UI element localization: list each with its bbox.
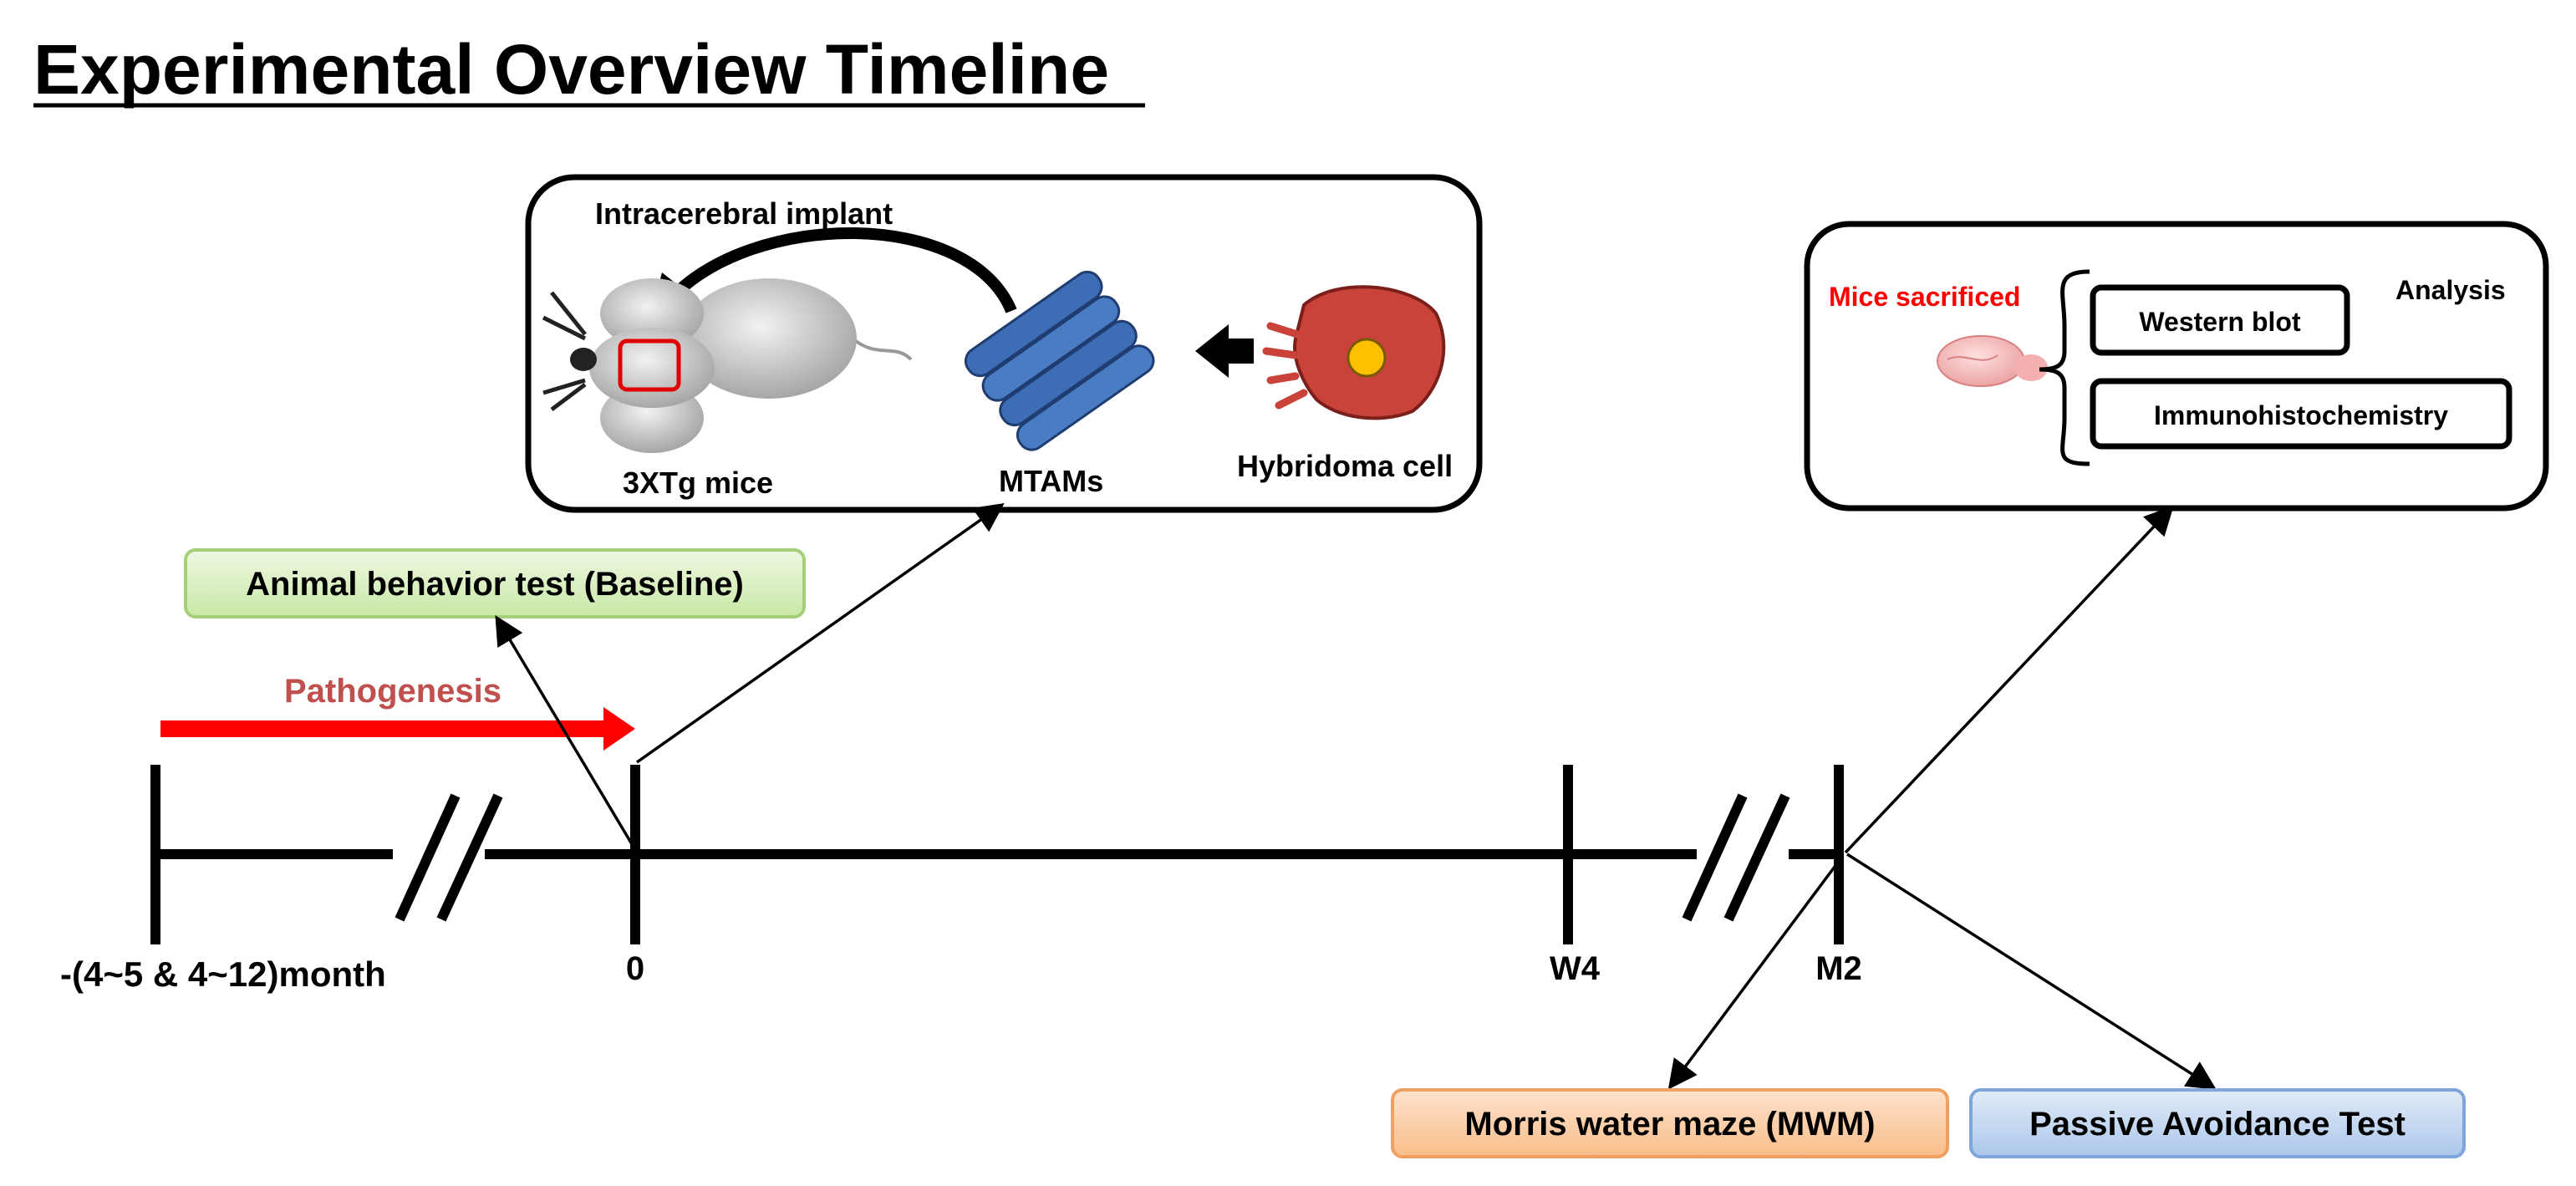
hybridoma-cell-illustration bbox=[1262, 285, 1446, 420]
mice-label: 3XTg mice bbox=[623, 466, 773, 500]
axis-break-2 bbox=[1682, 793, 1790, 922]
western-blot-box bbox=[2090, 284, 2350, 356]
hybridoma-label: Hybridoma cell bbox=[1237, 449, 1453, 483]
analysis-panel: Mice sacrificed Analysis Western blot Im… bbox=[1804, 221, 2549, 512]
mouse-illustration bbox=[542, 278, 913, 453]
ihc-box bbox=[2090, 378, 2512, 450]
baseline-test-box bbox=[184, 548, 806, 618]
baseline-test-label: Animal behavior test (Baseline) bbox=[246, 566, 744, 603]
analysis-panel-box bbox=[1804, 221, 2549, 512]
hybridoma-to-mtams-arrow bbox=[1195, 324, 1254, 378]
mice-sacrificed-label: Mice sacrificed bbox=[1829, 282, 2020, 312]
pathogenesis-arrowhead bbox=[603, 707, 635, 751]
mwm-test-label: Morris water maze (MWM) bbox=[1464, 1106, 1875, 1143]
mwm-test-box bbox=[1391, 1088, 1949, 1158]
label-zero: 0 bbox=[626, 950, 644, 987]
analysis-brace bbox=[2039, 269, 2090, 466]
western-blot-label: Western blot bbox=[2139, 307, 2301, 337]
intracerebral-implant-label: Intracerebral implant bbox=[595, 196, 893, 231]
label-w4: W4 bbox=[1550, 950, 1601, 987]
arrow-zero-to-implant bbox=[635, 502, 1005, 764]
brain-illustration bbox=[1937, 335, 2048, 387]
axis-break-1 bbox=[393, 793, 503, 922]
arrow-m2-to-passive bbox=[1846, 853, 2217, 1090]
implant-curved-arrow bbox=[664, 227, 1017, 313]
implant-site-marker bbox=[618, 338, 681, 392]
page-title: Experimental Overview Timeline bbox=[33, 30, 1109, 109]
arrow-zero-to-baseline bbox=[495, 614, 639, 853]
pathogenesis-label: Pathogenesis bbox=[284, 673, 501, 710]
arrow-m2-to-analysis bbox=[1844, 505, 2174, 854]
mtams-illustration bbox=[964, 270, 1155, 451]
arrow-m2-to-mwm bbox=[1667, 855, 1844, 1090]
implant-panel: Intracerebral implant 3XTg mice MTAMs bbox=[525, 174, 1483, 513]
passive-test-label: Passive Avoidance Test bbox=[2029, 1106, 2405, 1143]
label-m2: M2 bbox=[1815, 950, 1862, 987]
ihc-label: Immunohistochemistry bbox=[2154, 400, 2448, 430]
mtams-label: MTAMs bbox=[999, 464, 1103, 498]
label-start: -(4~5 & 4~12)month bbox=[60, 954, 386, 994]
passive-test-box bbox=[1969, 1088, 2466, 1158]
analysis-label: Analysis bbox=[2395, 275, 2506, 305]
